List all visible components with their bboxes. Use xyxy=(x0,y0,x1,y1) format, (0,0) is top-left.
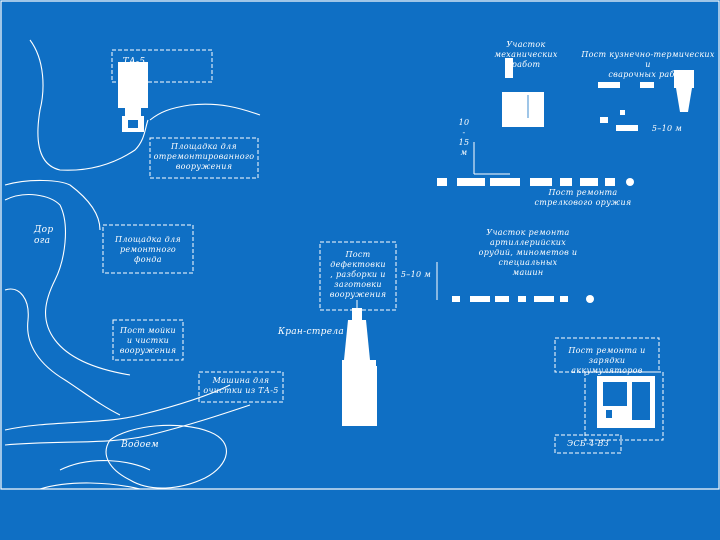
label-artillery-section: Участок ремонта артиллерийских орудий, м… xyxy=(478,228,578,277)
label-area-5-10-mid: 5–10 м xyxy=(400,270,432,279)
artillery-section-objects xyxy=(452,295,594,303)
label-road: Дор ога xyxy=(34,225,54,246)
label-crane: Кран-стрела xyxy=(277,327,345,337)
distance-marker-15m xyxy=(473,142,510,175)
road-lines xyxy=(4,39,261,446)
label-ta5-top: ТА-5 xyxy=(122,57,146,67)
label-ta5-machine: Машина для очистки из ТА-5 xyxy=(203,376,279,395)
pond-outline xyxy=(39,424,227,490)
label-forge-weld-post: Пост кузнечно-термических и сварочных ра… xyxy=(581,50,715,79)
label-pond: Водоем xyxy=(121,440,159,450)
label-area-5-10-top: 5–10 м xyxy=(651,124,683,133)
label-battery-post: Пост ремонта и зарядки аккумуляторов xyxy=(568,346,646,375)
crane-icon xyxy=(342,300,376,366)
plan-frame xyxy=(0,0,720,490)
small-arms-post-objects xyxy=(437,178,634,186)
forge-weld-objects xyxy=(598,70,694,131)
label-defect-post: Пост дефектовки , разборки и заготовки в… xyxy=(329,250,387,299)
label-small-arms-post: Пост ремонта стрелкового оружия xyxy=(534,188,632,207)
cleaning-machine-block xyxy=(342,366,377,426)
tank-truck-icon xyxy=(118,62,148,132)
generator-icon xyxy=(597,376,655,428)
label-esb: ЭСБ-4-ВЗ xyxy=(567,439,609,448)
mechanical-section-block xyxy=(502,58,544,127)
label-armament-repair-site: Площадка для отремонтированного вооружен… xyxy=(153,142,255,171)
label-mechanical-section: Участок механических работ xyxy=(494,40,558,69)
label-repair-fund-site: Площадка для ремонтного фонда xyxy=(115,235,181,264)
label-wash-post: Пост мойки и чистки вооружения xyxy=(119,326,177,355)
label-area-15: 10 - 15 м xyxy=(458,118,470,157)
